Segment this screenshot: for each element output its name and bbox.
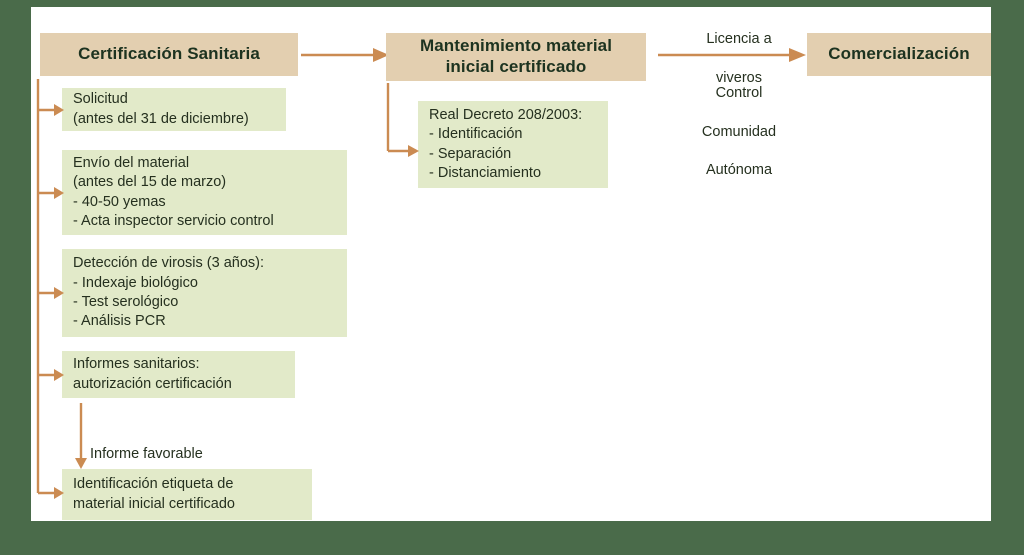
label-licencia-line2: viveros: [716, 69, 762, 86]
header-label-mantenimiento-line2: inicial certificado: [445, 57, 587, 76]
label-control-line2: Comunidad: [701, 123, 777, 140]
detail-box-informes-sanitarios: Informes sanitarios: autorización certif…: [62, 351, 295, 398]
detail-box-real-decreto: Real Decreto 208/2003: - Identificación …: [418, 101, 608, 188]
connector-certificacion-to-mantenimiento: [299, 46, 391, 64]
label-informe-favorable: Informe favorable: [90, 446, 203, 463]
header-box-certificacion-sanitaria: Certificación Sanitaria: [40, 33, 298, 76]
detail-line: Identificación etiqueta de: [73, 476, 234, 493]
detail-line: Detección de virosis (3 años):: [73, 255, 264, 272]
detail-line: - Distanciamiento: [429, 164, 542, 181]
detail-line: - Análisis PCR: [73, 313, 166, 330]
label-licencia-line1: Licencia a: [706, 31, 772, 48]
detail-line: - 40-50 yemas: [73, 193, 166, 210]
label-control-line1: Control: [715, 85, 763, 102]
label-control-line3: Autónoma: [705, 162, 773, 179]
detail-line: - Separación: [429, 145, 512, 162]
detail-box-identificacion-etiqueta: Identificación etiqueta de material inic…: [62, 469, 312, 520]
header-label-certificacion-sanitaria: Certificación Sanitaria: [78, 44, 260, 64]
detail-box-solicitud: Solicitud (antes del 31 de diciembre): [62, 88, 286, 131]
detail-box-deteccion-de-virosis: Detección de virosis (3 años): - Indexaj…: [62, 249, 347, 337]
label-licencia-a-viveros: Licencia a viveros: [679, 11, 799, 88]
detail-line: Real Decreto 208/2003:: [429, 106, 583, 123]
detail-line: (antes del 15 de marzo): [73, 174, 227, 191]
header-label-comercializacion: Comercialización: [828, 44, 970, 64]
header-box-comercializacion: Comercialización: [807, 33, 991, 76]
header-label-mantenimiento-line1: Mantenimiento material: [419, 36, 613, 56]
diagram-canvas: Certificación Sanitaria Solicitud (antes…: [31, 7, 991, 521]
detail-line: autorización certificación: [73, 375, 232, 392]
detail-line: Informes sanitarios:: [73, 356, 200, 373]
detail-box-envio-del-material: Envío del material (antes del 15 de marz…: [62, 150, 347, 235]
detail-line: - Test serológico: [73, 294, 179, 310]
detail-line: Solicitud: [73, 91, 128, 108]
detail-line: - Indexaje biológico: [73, 274, 198, 291]
detail-line: Envío del material: [73, 154, 190, 171]
detail-line: material inicial certificado: [73, 495, 235, 512]
label-control-comunidad-autonoma: Control Comunidad Autónoma: [679, 65, 799, 181]
detail-line: - Acta inspector servicio control: [73, 212, 274, 229]
detail-line: (antes del 31 de diciembre): [73, 110, 249, 127]
detail-line: - Identificación: [429, 126, 523, 143]
header-box-mantenimiento-material: Mantenimiento material inicial certifica…: [386, 33, 646, 81]
